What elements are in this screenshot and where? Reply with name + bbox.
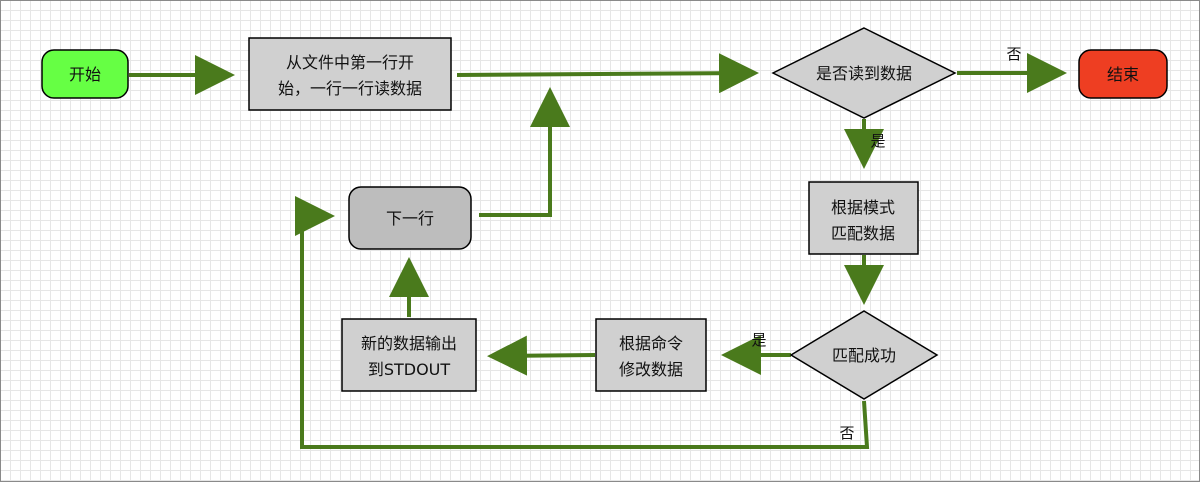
end-node: 结束 — [1078, 49, 1168, 99]
start-node-label: 开始 — [69, 65, 101, 84]
match-node: 根据模式 匹配数据 — [808, 181, 919, 255]
start-node-shape — [41, 49, 129, 99]
edge-label-has-data-yes: 是 — [870, 132, 885, 150]
edge-label-match-yes: 是 — [751, 331, 766, 349]
modify-node-label-line2: 修改数据 — [619, 360, 683, 379]
next-line-node-shape — [348, 186, 472, 250]
edge-modify-to-output — [487, 335, 596, 376]
read-line-node-label-line1: 从文件中第一行开 — [286, 53, 414, 72]
output-node-shape — [341, 318, 477, 392]
match-ok-decision-label: 匹配成功 — [832, 346, 896, 365]
read-line-node: 从文件中第一行开 始，一行一行读数据 — [248, 37, 452, 111]
output-node-label-line2: 到STDOUT — [368, 360, 451, 379]
has-data-decision: 是否读到数据 — [771, 27, 957, 119]
match-node-shape — [808, 181, 919, 255]
match-node-label-line2: 匹配数据 — [831, 224, 895, 243]
output-node-label-line1: 新的数据输出 — [361, 334, 457, 353]
next-line-node: 下一行 — [348, 186, 472, 250]
start-node: 开始 — [41, 49, 129, 99]
read-line-node-shape — [248, 37, 452, 111]
edge-matchok-no-loop — [295, 196, 870, 449]
match-node-label-line1: 根据模式 — [831, 198, 895, 217]
output-node: 新的数据输出 到STDOUT — [341, 318, 477, 392]
end-node-shape — [1078, 49, 1168, 99]
edge-next-to-read-loop — [479, 87, 570, 217]
end-node-label: 结束 — [1107, 65, 1139, 84]
has-data-decision-label: 是否读到数据 — [816, 64, 912, 83]
next-line-node-label: 下一行 — [386, 209, 434, 228]
edge-label-match-no: 否 — [839, 424, 854, 442]
match-ok-decision: 匹配成功 — [789, 310, 939, 400]
match-ok-decision-shape — [789, 310, 939, 400]
has-data-decision-shape — [771, 27, 957, 119]
modify-node: 根据命令 修改数据 — [595, 318, 707, 392]
modify-node-shape — [595, 318, 707, 392]
modify-node-label-line1: 根据命令 — [619, 334, 683, 353]
read-line-node-label-line2: 始，一行一行读数据 — [278, 79, 422, 98]
edge-read-to-decision — [456, 53, 759, 94]
edge-label-has-data-no: 否 — [1006, 45, 1021, 63]
edges — [129, 53, 1067, 449]
